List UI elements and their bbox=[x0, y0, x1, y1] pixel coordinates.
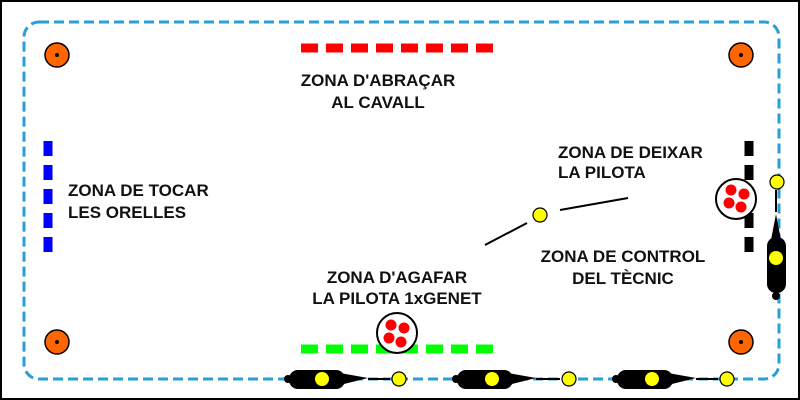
hug-zone-label-1: ZONA D'ABRAÇAR bbox=[301, 71, 456, 90]
horse-icon bbox=[452, 370, 560, 389]
ball-icon bbox=[561, 371, 577, 387]
cones bbox=[44, 42, 754, 355]
horse-icon bbox=[767, 190, 786, 300]
loose-balls bbox=[391, 174, 785, 387]
hug-zone-label-2: AL CAVALL bbox=[331, 93, 425, 112]
horse-icon bbox=[612, 370, 718, 389]
ball-icon bbox=[391, 371, 407, 387]
control-zone-label-2: DEL TÈCNIC bbox=[572, 269, 674, 288]
ears-zone-label-1: ZONA DE TOCAR bbox=[68, 181, 209, 200]
cone-icon bbox=[44, 329, 70, 355]
cone-icon bbox=[44, 42, 70, 68]
cone-icon bbox=[728, 42, 754, 68]
ball-bag-icon bbox=[715, 178, 757, 220]
pointer-line bbox=[484, 222, 528, 246]
pickup-zone-label-2: LA PILOTA 1xGENET bbox=[312, 289, 482, 308]
pickup-zone-label-1: ZONA D'AGAFAR bbox=[327, 268, 467, 287]
drop-zone-label-2: LA PILOTA bbox=[558, 163, 646, 182]
pointer-line bbox=[559, 197, 629, 211]
ball-icon bbox=[532, 207, 548, 223]
horses bbox=[284, 190, 786, 389]
ball-bag-icon bbox=[376, 312, 418, 354]
cone-icon bbox=[728, 329, 754, 355]
horse-icon bbox=[284, 370, 390, 389]
drop-zone-label-1: ZONA DE DEIXAR bbox=[558, 143, 703, 162]
ball-icon bbox=[719, 371, 735, 387]
ball-icon bbox=[769, 174, 785, 190]
control-zone-label-1: ZONA DE CONTROL bbox=[541, 247, 706, 266]
ears-zone-label-2: LES ORELLES bbox=[68, 203, 186, 222]
